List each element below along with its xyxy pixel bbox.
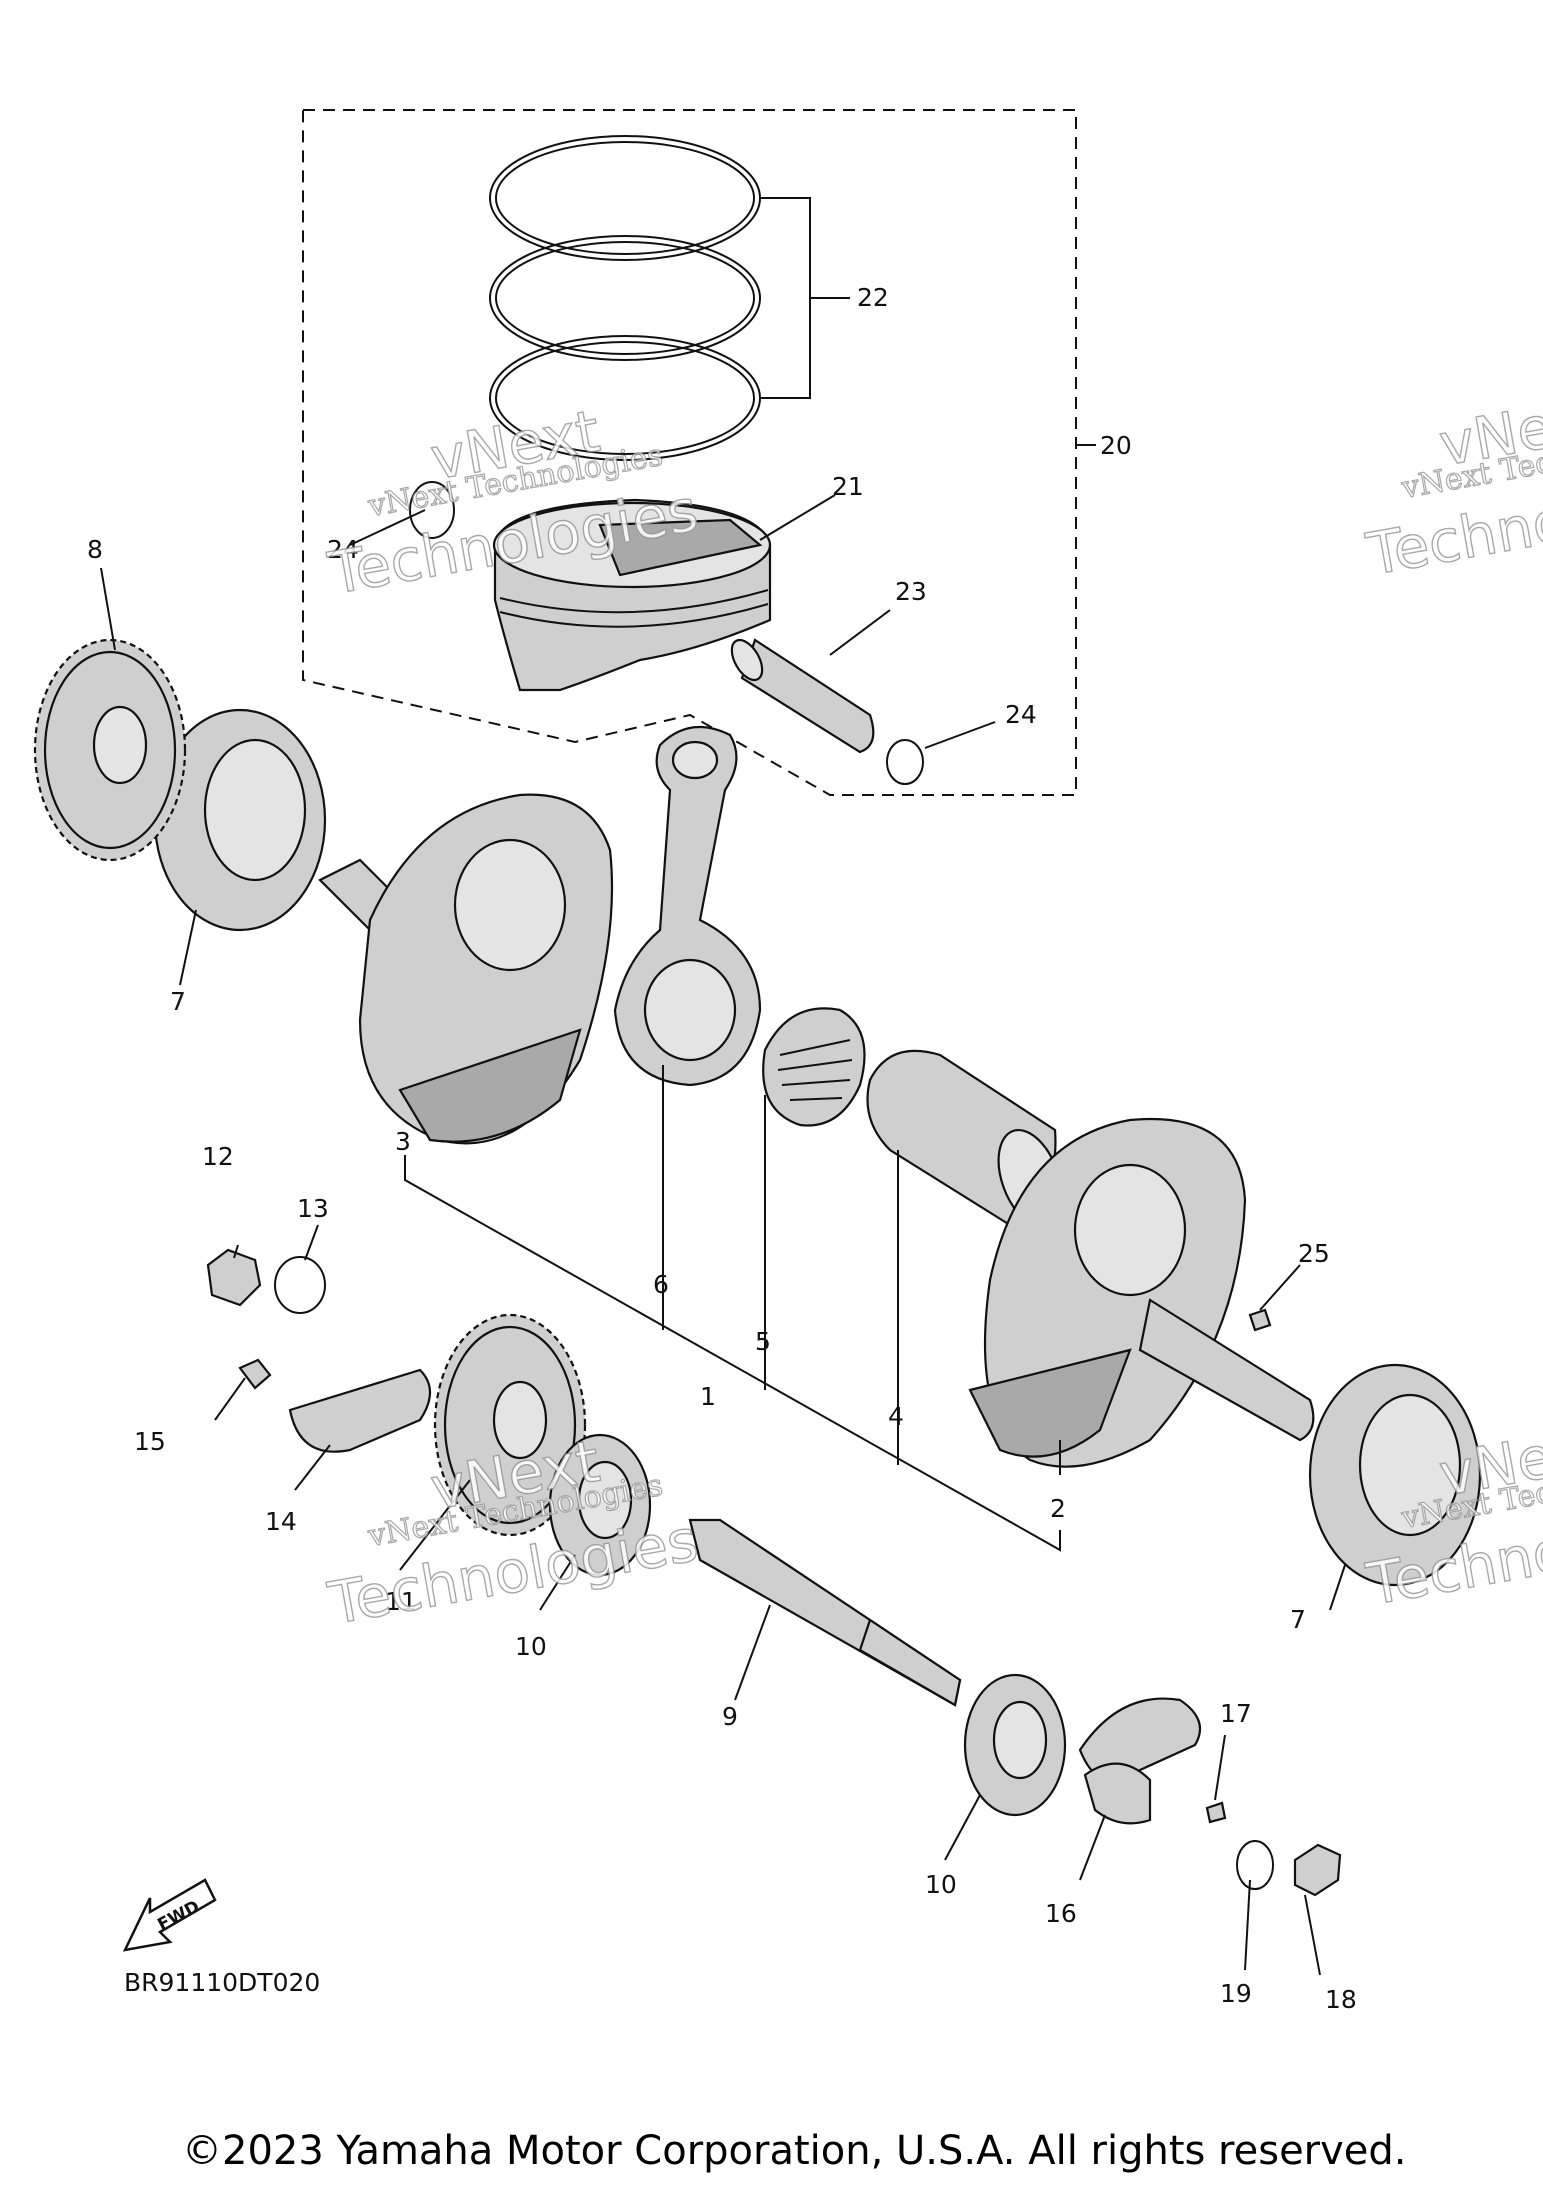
callout-14: 14 bbox=[265, 1507, 297, 1536]
callout-8: 8 bbox=[87, 535, 103, 564]
callout-2: 2 bbox=[1050, 1494, 1066, 1523]
watermark-right-upper: vNext vNext Technologies Technologies bbox=[1361, 382, 1543, 589]
woodruff-key bbox=[1248, 1308, 1272, 1332]
callout-20: 20 bbox=[1100, 431, 1132, 460]
crankshaft-right bbox=[968, 1117, 1315, 1468]
connecting-rod bbox=[613, 725, 762, 1087]
piston bbox=[492, 498, 772, 692]
callout-17: 17 bbox=[1220, 1699, 1252, 1728]
crankshaft-left bbox=[318, 793, 614, 1145]
callout-12: 12 bbox=[202, 1142, 234, 1171]
main-bearing-right bbox=[1308, 1363, 1482, 1587]
callout-13: 13 bbox=[297, 1194, 329, 1223]
callout-9: 9 bbox=[722, 1702, 738, 1731]
lock-washer-lower bbox=[1236, 1840, 1274, 1890]
forward-arrow-icon: FWD bbox=[122, 1878, 217, 1952]
drawing-code: BR91110DT020 bbox=[124, 1968, 321, 1997]
callout-25: 25 bbox=[1298, 1239, 1330, 1268]
watermark-lower: vNext vNext Technologies Technologies bbox=[322, 1426, 703, 1638]
balancer-shaft bbox=[688, 1518, 962, 1707]
callout-7-right: 7 bbox=[1290, 1605, 1306, 1634]
callout-23: 23 bbox=[895, 577, 927, 606]
callout-16: 16 bbox=[1045, 1899, 1077, 1928]
leader-lines bbox=[100, 494, 1346, 1976]
piston-rings bbox=[489, 135, 850, 461]
needle-bearing bbox=[762, 1007, 866, 1127]
balancer-bearing-upper bbox=[548, 1433, 652, 1577]
main-bearing-left bbox=[153, 708, 327, 932]
balancer-weight-left bbox=[288, 1368, 432, 1453]
callout-5: 5 bbox=[755, 1327, 771, 1356]
lock-washer-upper bbox=[274, 1256, 326, 1314]
callout-3: 3 bbox=[395, 1127, 411, 1156]
nut-lower bbox=[1293, 1843, 1342, 1897]
callout-labels: 1 2 3 4 5 6 7 7 8 9 10 10 11 12 13 14 15… bbox=[87, 283, 1357, 2014]
circlip-left bbox=[409, 481, 455, 539]
callout-18: 18 bbox=[1325, 1985, 1357, 2014]
gear-lower bbox=[433, 1313, 587, 1537]
gear-upper bbox=[33, 638, 187, 862]
nut-upper bbox=[206, 1248, 262, 1307]
callout-1: 1 bbox=[700, 1382, 716, 1411]
callout-10-upper: 10 bbox=[515, 1632, 547, 1661]
callout-19: 19 bbox=[1220, 1979, 1252, 2008]
callout-22: 22 bbox=[857, 283, 889, 312]
callout-24-right: 24 bbox=[1005, 700, 1037, 729]
circlip-right bbox=[886, 739, 924, 785]
bolt bbox=[238, 1358, 272, 1390]
balancer-bearing-lower bbox=[963, 1673, 1067, 1817]
balancer-weight-right bbox=[1078, 1697, 1202, 1825]
key bbox=[1205, 1801, 1227, 1824]
callout-11: 11 bbox=[385, 1587, 417, 1616]
copyright-notice: ©2023 Yamaha Motor Corporation, U.S.A. A… bbox=[182, 2128, 1407, 2174]
callout-10-lower: 10 bbox=[925, 1870, 957, 1899]
callout-7-left: 7 bbox=[170, 987, 186, 1016]
assembly-bracket bbox=[404, 1155, 1061, 1552]
piston-kit-boundary bbox=[302, 109, 1077, 796]
callout-6: 6 bbox=[653, 1270, 669, 1299]
piston-pin bbox=[730, 638, 875, 754]
callout-24-left: 24 bbox=[327, 535, 359, 564]
callout-21: 21 bbox=[832, 472, 864, 501]
callout-15: 15 bbox=[134, 1427, 166, 1456]
callout-4: 4 bbox=[888, 1402, 904, 1431]
